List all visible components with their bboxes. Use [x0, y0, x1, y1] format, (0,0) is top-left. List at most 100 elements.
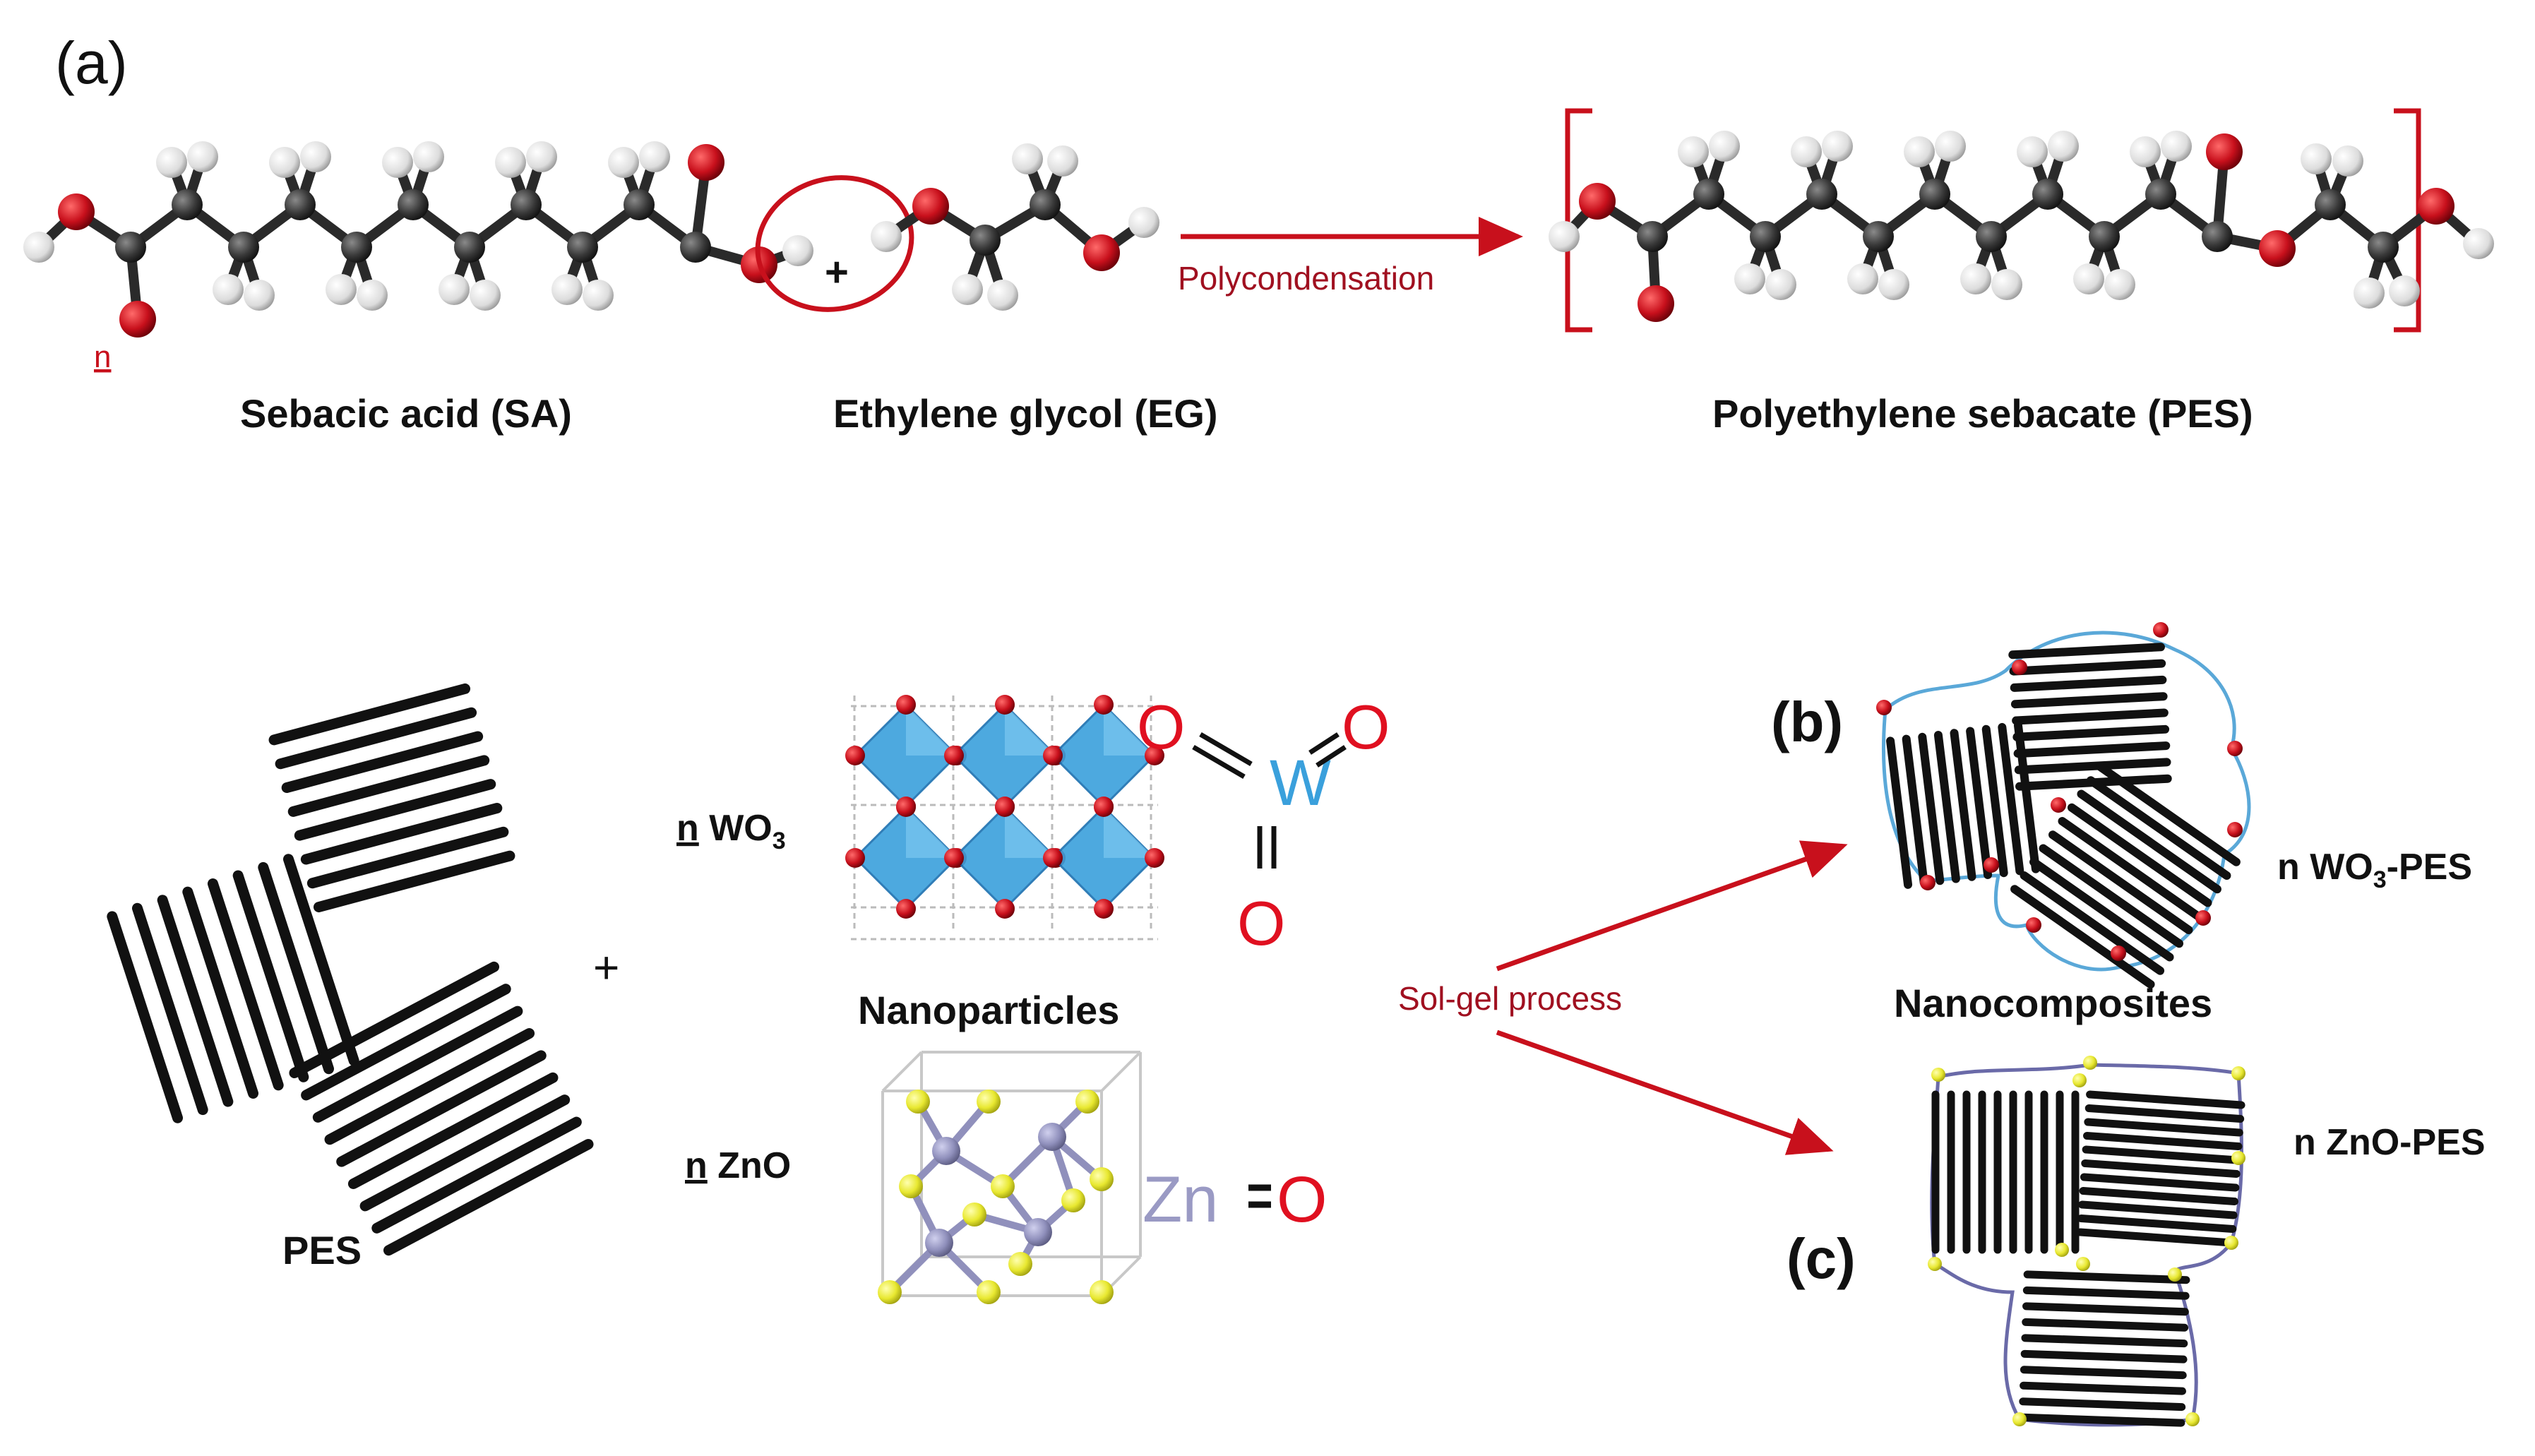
wo3-nanoparticle: [1984, 857, 1999, 873]
lamella-line: [2077, 789, 2221, 894]
lamella-line: [182, 886, 259, 1099]
zinc-atom: Zn: [1143, 1164, 1218, 1236]
lamella-line: [2082, 1145, 2242, 1164]
carbon-atom: [1863, 221, 1894, 252]
lamella-line: [2096, 762, 2241, 866]
lamella-line: [2081, 1159, 2241, 1178]
hydrogen-atom: [1734, 263, 1765, 294]
carbon-atom: [2368, 232, 2399, 263]
oxygen-atom-bottom: O: [1237, 888, 1285, 958]
lamella-line: [312, 1006, 523, 1123]
carbon-atom: [1030, 189, 1061, 220]
oxygen-atom: [1083, 234, 1120, 271]
lamella-line: [313, 850, 515, 913]
lamella-line: [2022, 1302, 2189, 1316]
lamella-line: [2012, 724, 2170, 741]
lamella-stack: [2010, 762, 2241, 989]
plus-sign-reaction: +: [825, 249, 849, 295]
yellow-atom: [977, 1280, 1001, 1304]
yellow-atom: [1075, 1090, 1099, 1114]
hydrogen-atom: [2104, 269, 2135, 300]
oxygen-atom: [912, 188, 949, 225]
hydrogen-atom: [583, 280, 614, 311]
carbon-atom: [680, 232, 711, 263]
oxygen-atom: [2206, 133, 2243, 170]
oxygen-atom: [944, 746, 964, 765]
octahedron-facet: [906, 807, 957, 858]
zno-label: n ZnO: [685, 1145, 791, 1186]
hydrogen-atom: [987, 280, 1018, 311]
lamella-line: [207, 878, 284, 1091]
hydrogen-atom: [1765, 269, 1796, 300]
octahedron-facet: [1104, 807, 1155, 858]
carbon-atom: [1750, 221, 1781, 252]
zno-nanoparticle: [2185, 1412, 2200, 1426]
hydrogen-atom: [1791, 136, 1822, 167]
lamella-line: [275, 707, 477, 770]
carbon-atom: [1919, 179, 1950, 210]
hydrogen-atom: [1878, 269, 1909, 300]
panel-label-a: (a): [55, 30, 128, 96]
octahedron-facet: [1005, 807, 1056, 858]
wo3-nanoparticle: [1920, 875, 1935, 890]
lamella-line: [282, 854, 359, 1066]
wo3-nanoparticle: [2153, 622, 2169, 638]
lamella-line: [2020, 1381, 2186, 1395]
hydrogen-atom: [2354, 278, 2385, 309]
lamella-stack: [107, 854, 359, 1123]
zno-nanoparticle: [2224, 1236, 2238, 1250]
lamella-stack: [268, 683, 515, 913]
carbon-atom: [2089, 221, 2120, 252]
oxygen-atom: [944, 848, 964, 868]
lamella-line: [1981, 724, 2008, 878]
wo3-nanoparticle: [2227, 822, 2243, 837]
zno-nanoparticle: [2231, 1151, 2245, 1165]
lamella-line: [2084, 1118, 2243, 1137]
hydrogen-atom: [1991, 269, 2022, 300]
wo3-pes-label: n WO3-PES: [2277, 847, 2472, 893]
yellow-atom: [1008, 1252, 1032, 1276]
hydrogen-atom: [2332, 145, 2363, 177]
zno-nanoparticle: [1928, 1257, 1942, 1271]
zno-structural-formula: Zn O: [1143, 1164, 1328, 1236]
lamella-line: [2021, 1334, 2188, 1348]
carbon-atom: [624, 189, 655, 220]
lamella-line: [2080, 1173, 2240, 1192]
lamella-line: [232, 870, 309, 1082]
lamella-line: [383, 1138, 594, 1256]
sol-gel-arrow-lower: [1496, 1030, 1834, 1155]
hydrogen-atom: [269, 147, 300, 178]
hydrogen-atom: [2017, 136, 2048, 167]
lamella-line: [2067, 803, 2212, 907]
wo3-crystal-lattice: [845, 695, 1164, 941]
sol-gel-arrow-upper: [1496, 840, 1848, 972]
hydrogen-atom: [439, 274, 470, 305]
hydrogen-atom: [2161, 131, 2192, 162]
zinc-atom: [932, 1137, 960, 1165]
lamella-line: [131, 902, 208, 1116]
yellow-atom: [991, 1174, 1015, 1198]
carbon-atom: [2032, 179, 2063, 210]
polycondensation-label: Polycondensation: [1178, 260, 1434, 297]
carbon-atom: [341, 232, 372, 263]
wo3-structural-formula: W O O O: [1137, 692, 1390, 958]
polymer-chain-outline: [1930, 1063, 2243, 1427]
tungsten-atom: W: [1270, 747, 1331, 819]
hydrogen-atom: [213, 274, 244, 305]
wo3-nanoparticle: [2026, 917, 2041, 933]
yellow-atom: [1061, 1188, 1085, 1212]
pes-full-label: Polyethylene sebacate (PES): [1712, 391, 2253, 436]
lamella-line: [2020, 1366, 2187, 1380]
zno-nanoparticle: [2083, 1056, 2097, 1070]
lamella-line: [2009, 659, 2166, 676]
bond-right-1: [1308, 732, 1340, 755]
hydrogen-atom: [1047, 145, 1078, 177]
ethylene-glycol-label: Ethylene glycol (EG): [833, 391, 1218, 436]
lamella-line: [258, 861, 335, 1075]
hydrogen-atom: [1847, 263, 1878, 294]
lamella-line: [2019, 1397, 2186, 1412]
hydrogen-atom: [1904, 136, 1935, 167]
lamella-line: [306, 826, 509, 889]
lamella-line: [2020, 1349, 2188, 1363]
